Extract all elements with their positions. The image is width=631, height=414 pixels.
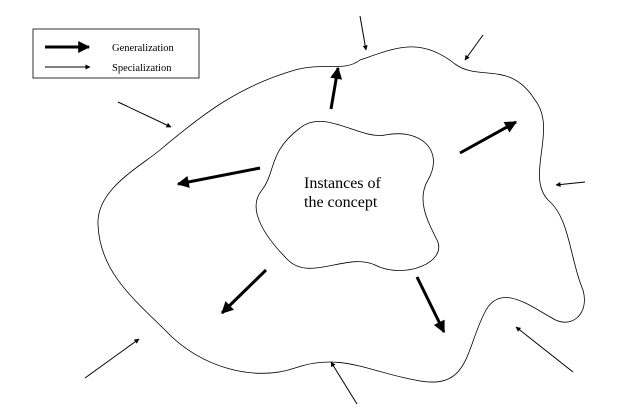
inner-instances-region bbox=[255, 121, 440, 271]
specialization-arrow-bottom bbox=[330, 361, 358, 405]
generalization-arrow-upper-right bbox=[459, 120, 518, 155]
legend-specialization-label: Specialization bbox=[112, 63, 172, 74]
center-label-line2: the concept bbox=[304, 194, 378, 211]
legend-generalization-label: Generalization bbox=[112, 43, 175, 54]
specialization-arrow-top bbox=[359, 15, 368, 51]
specialization-arrow-right bbox=[555, 181, 586, 188]
specialization-arrow-upper-left bbox=[117, 101, 172, 128]
specialization-arrow-top-right bbox=[464, 34, 484, 61]
generalization-arrow-up bbox=[329, 66, 343, 110]
generalization-arrows bbox=[176, 66, 518, 334]
generalization-arrow-left bbox=[176, 166, 261, 188]
generalization-arrow-down bbox=[415, 276, 446, 334]
generalization-arrow-lower-left bbox=[220, 268, 268, 315]
specialization-arrow-lower-right bbox=[515, 326, 574, 373]
specialization-arrow-lower-left bbox=[84, 338, 140, 379]
specialization-arrows bbox=[84, 15, 586, 405]
legend-box bbox=[32, 28, 200, 79]
legend: Generalization Specialization bbox=[32, 28, 200, 79]
center-label-line1: Instances of bbox=[304, 175, 382, 192]
outer-boundary bbox=[97, 46, 585, 383]
